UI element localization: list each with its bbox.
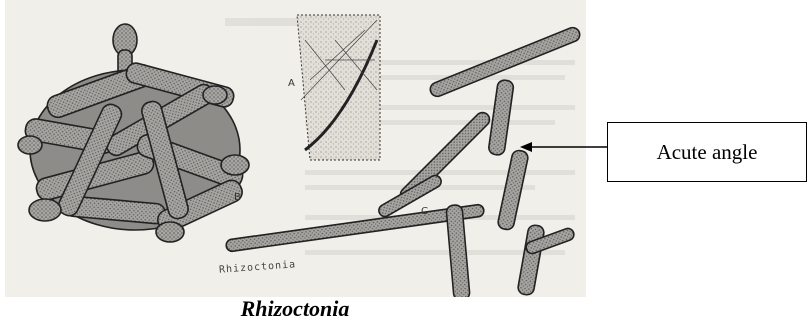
acute-angle-callout: Acute angle [607,122,807,182]
branched-hyphae-c [225,26,581,297]
figure-caption: Rhizoctonia [0,296,590,322]
tissue-section-a [297,15,380,160]
callout-label: Acute angle [657,140,758,165]
figure-image: A B C Rhizoctonia [5,0,586,297]
sclerotium-cluster-b [18,24,249,242]
hyphae-illustration [5,0,586,297]
panel-label-a: A [288,78,295,89]
panel-label-c: C [421,206,428,217]
panel-label-b: B [234,192,241,203]
arrow-icon [518,137,613,157]
